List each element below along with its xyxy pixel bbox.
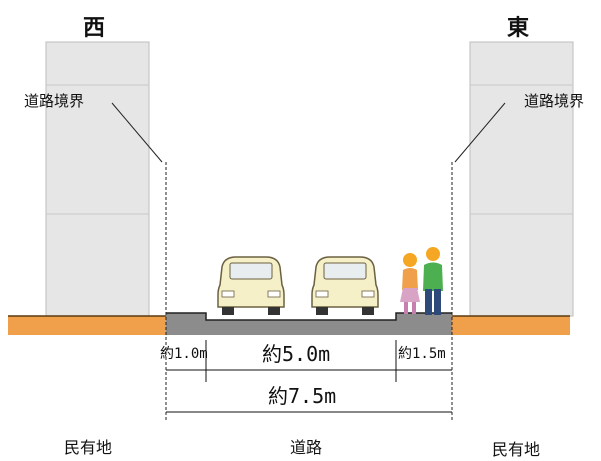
west-label: 西 (83, 16, 106, 41)
dimension-left-shoulder: 約1.0m (160, 346, 208, 362)
road-boundary-label-west: 道路境界 (24, 92, 85, 110)
dimension-total: 約7.5m (268, 384, 337, 408)
ground-west (8, 316, 166, 335)
zone-private-land-left: 民有地 (64, 438, 113, 457)
zone-road: 道路 (290, 438, 323, 457)
east-label: 東 (507, 16, 530, 41)
road-boundary-label-east: 道路境界 (524, 92, 585, 110)
zone-private-land-right: 民有地 (492, 440, 541, 459)
west-building (45, 41, 150, 317)
road-surface (166, 312, 452, 335)
ground-east (452, 316, 570, 335)
pedestrian-woman-icon (400, 253, 420, 314)
east-building (469, 41, 574, 317)
dimension-right-sidewalk: 約1.5m (398, 346, 446, 362)
car-icon (311, 256, 379, 315)
boundary-leader-west (111, 102, 163, 163)
car-icon (217, 256, 285, 315)
dimension-carriageway: 約5.0m (262, 342, 331, 366)
boundary-leader-east (454, 102, 506, 163)
pedestrian-man-icon (423, 247, 443, 315)
dimension-row-parts (166, 340, 452, 382)
